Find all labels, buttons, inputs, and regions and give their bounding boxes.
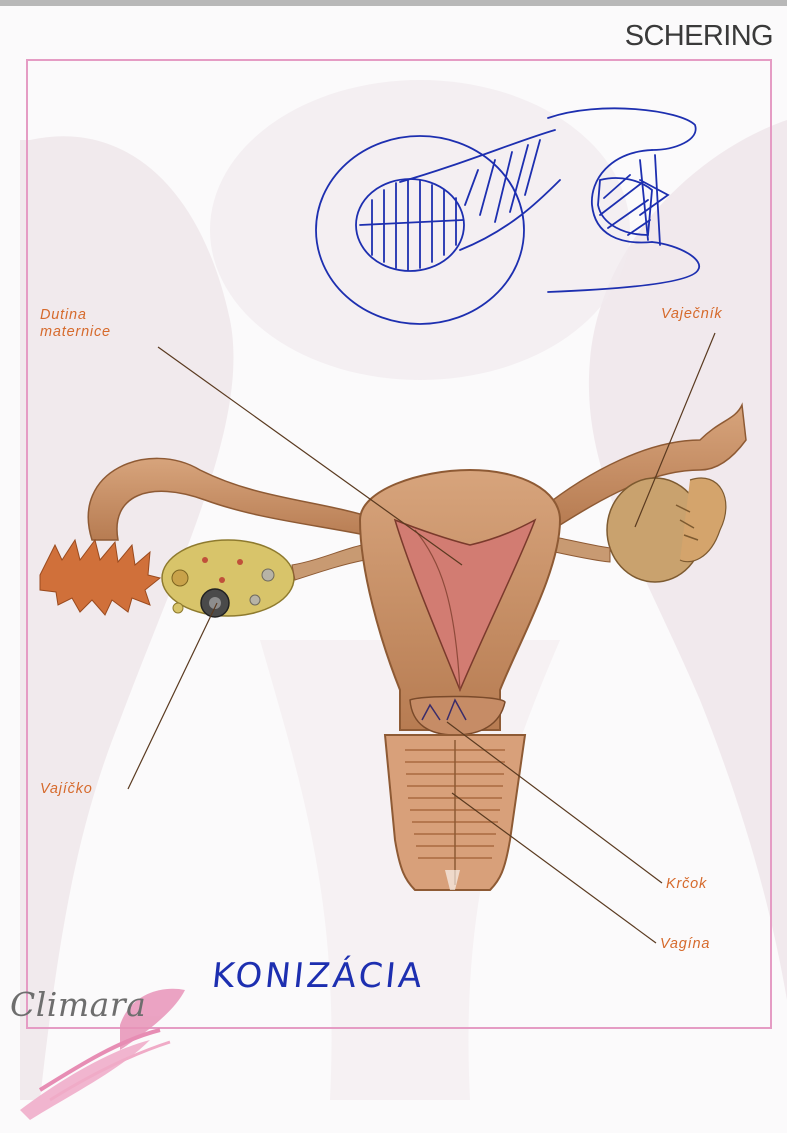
handwritten-note: KONIZÁCIA	[210, 956, 427, 996]
label-dutina: Dutina	[40, 307, 87, 324]
left-fallopian-tube	[88, 458, 380, 540]
leader-dutina	[158, 347, 462, 565]
label-vagina: Vagína	[660, 936, 710, 953]
label-krcok: Krčok	[666, 876, 707, 893]
leader-vajicko	[128, 603, 217, 789]
left-fimbriae	[40, 540, 160, 615]
label-maternice: maternice	[40, 324, 111, 341]
label-vajicko: Vajíčko	[40, 781, 93, 798]
climara-logo: Climara	[10, 985, 146, 1024]
ink-sketch	[316, 108, 699, 324]
label-vajecnik: Vaječník	[661, 306, 722, 323]
